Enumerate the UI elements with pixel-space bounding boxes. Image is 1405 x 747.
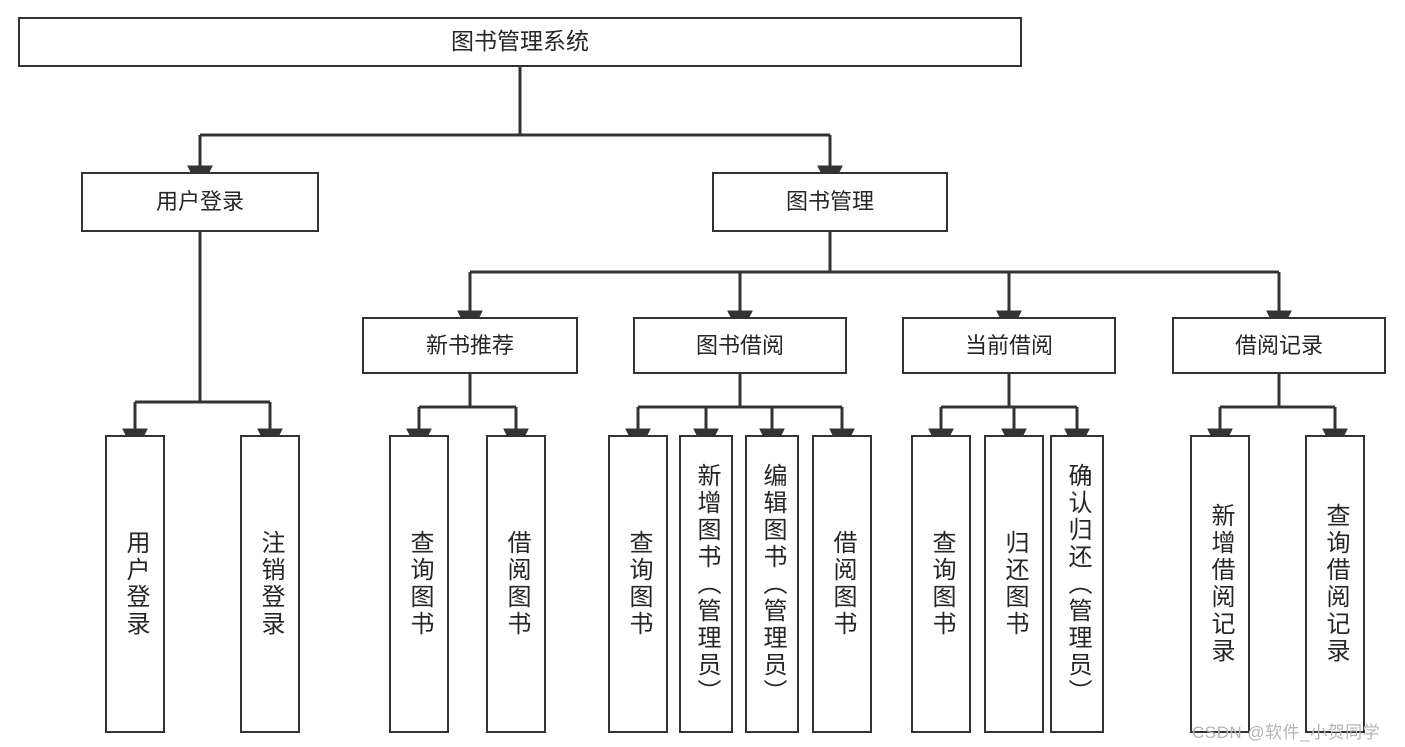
node-leaf-add-record[interactable]: 新增借阅记录 [1190, 435, 1250, 733]
node-label: 查询借阅记录 [1322, 503, 1349, 665]
node-label: 用户登录 [155, 189, 244, 215]
node-book-manage[interactable]: 图书管理 [712, 172, 948, 232]
node-label: 新书推荐 [425, 332, 514, 358]
node-label: 图书管理系统 [451, 28, 589, 55]
node-label: 图书管理 [785, 189, 874, 215]
node-leaf-query-record[interactable]: 查询借阅记录 [1305, 435, 1365, 733]
node-new-book-rec[interactable]: 新书推荐 [362, 317, 578, 374]
node-leaf-return-book[interactable]: 归还图书 [984, 435, 1044, 733]
node-leaf-user-login[interactable]: 用户登录 [105, 435, 165, 733]
node-label: 注销登录 [257, 530, 284, 638]
node-label: 查询图书 [928, 530, 955, 638]
node-leaf-query-book-2[interactable]: 查询图书 [608, 435, 668, 733]
node-label: 借阅图书 [829, 530, 856, 638]
node-leaf-query-book-1[interactable]: 查询图书 [389, 435, 449, 733]
node-label: 归还图书 [1001, 530, 1028, 638]
node-label: 新增图书（管理员） [693, 462, 720, 706]
node-leaf-query-book-3[interactable]: 查询图书 [911, 435, 971, 733]
node-label: 查询图书 [625, 530, 652, 638]
node-label: 当前借阅 [964, 332, 1053, 358]
node-label: 用户登录 [122, 530, 149, 638]
node-label: 新增借阅记录 [1207, 503, 1234, 665]
node-label: 确认归还（管理员） [1064, 462, 1091, 706]
node-label: 借阅记录 [1234, 332, 1323, 358]
node-current-borrow[interactable]: 当前借阅 [902, 317, 1116, 374]
node-user-login[interactable]: 用户登录 [81, 172, 319, 232]
node-label: 图书借阅 [695, 332, 784, 358]
node-leaf-confirm-return[interactable]: 确认归还（管理员） [1050, 435, 1104, 733]
node-borrow-record[interactable]: 借阅记录 [1172, 317, 1386, 374]
node-leaf-user-logout[interactable]: 注销登录 [240, 435, 300, 733]
node-leaf-borrow-book-1[interactable]: 借阅图书 [486, 435, 546, 733]
node-leaf-edit-book[interactable]: 编辑图书（管理员） [745, 435, 799, 733]
node-book-borrow[interactable]: 图书借阅 [633, 317, 847, 374]
node-root[interactable]: 图书管理系统 [18, 17, 1022, 67]
node-label: 编辑图书（管理员） [759, 462, 786, 706]
node-leaf-borrow-book-2[interactable]: 借阅图书 [812, 435, 872, 733]
node-label: 查询图书 [406, 530, 433, 638]
watermark: CSDN @软件_小贺同学 [1192, 723, 1381, 742]
node-label: 借阅图书 [503, 530, 530, 638]
node-leaf-add-book[interactable]: 新增图书（管理员） [679, 435, 733, 733]
